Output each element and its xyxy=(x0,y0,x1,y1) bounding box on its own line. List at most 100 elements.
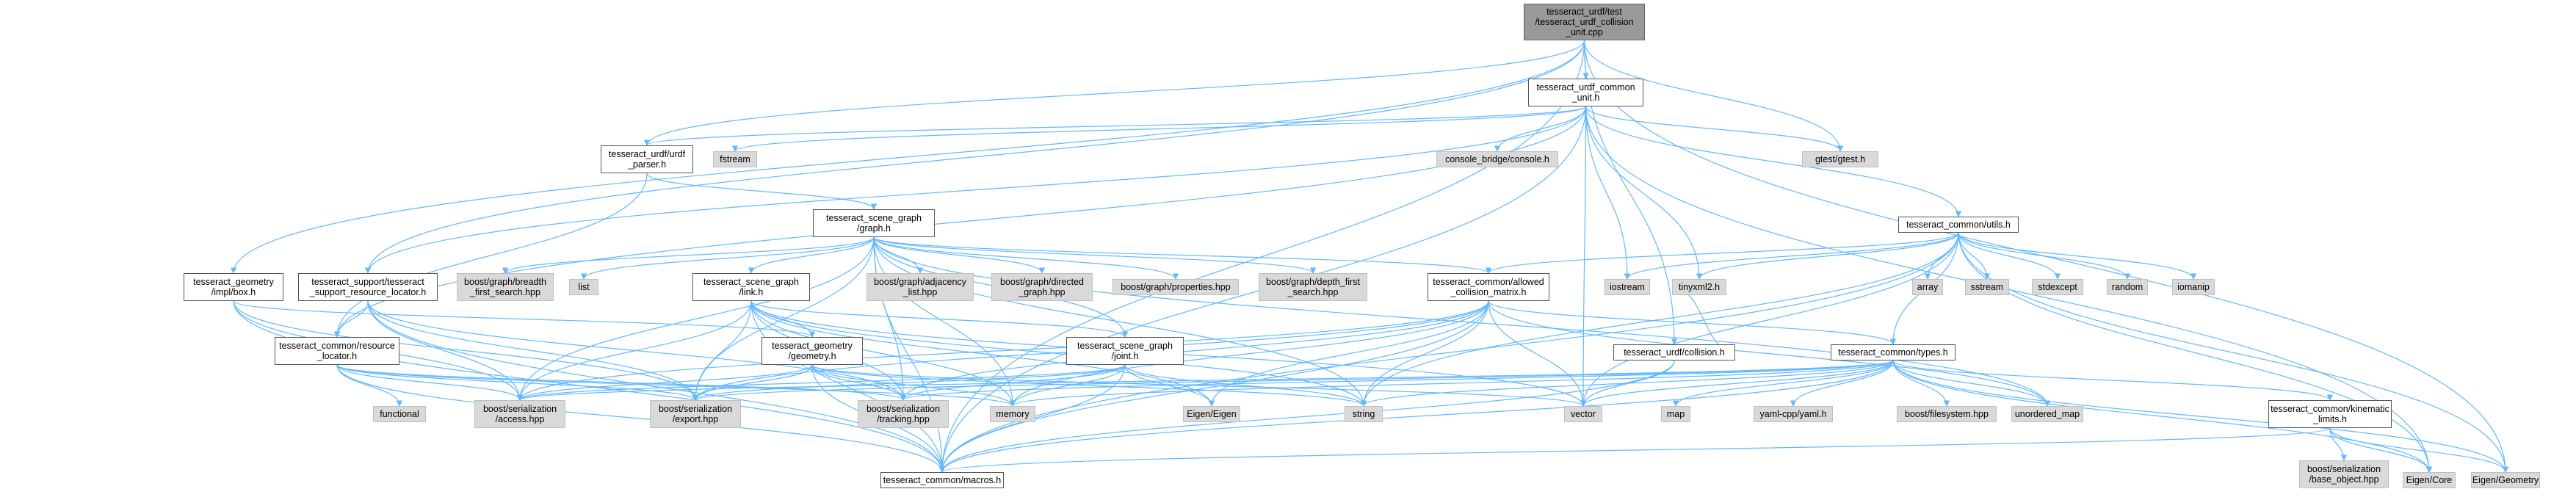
node-random: random xyxy=(2107,279,2148,295)
edge-common_unit-to-vector xyxy=(1580,106,1587,407)
node-map: map xyxy=(1661,406,1690,422)
edge-types-to-eigen_geometry xyxy=(1892,360,2509,473)
node-string: string xyxy=(1345,406,1383,422)
edge-utils-to-sstream xyxy=(1958,232,1991,280)
edge-scene_graph-to-bfs xyxy=(502,236,875,274)
node-tesseract-geometry-geometry-h[interactable]: tesseract_geometry /geometry.h xyxy=(761,337,863,365)
node-boost-graph-properties: boost/graph/properties.hpp xyxy=(1112,279,1239,295)
edge-types-to-string xyxy=(1360,360,1894,407)
edge-support_locator-to-access xyxy=(367,300,524,401)
node-tesseract-urdf-urdf-parser-h[interactable]: tesseract_urdf/urdf _parser.h xyxy=(601,145,693,173)
edge-common_unit-to-resource_locator xyxy=(333,106,1587,338)
node-tesseract-scene-graph-joint-h[interactable]: tesseract_scene_graph /joint.h xyxy=(1066,337,1184,365)
edge-utils-to-macros xyxy=(938,232,1959,473)
edge-utils-to-eigen_geometry xyxy=(1958,232,2509,473)
edge-utils-to-iomanip xyxy=(1958,232,2197,280)
node-boost-filesystem: boost/filesystem.hpp xyxy=(1897,406,1997,422)
edge-scene_graph-to-string xyxy=(873,236,1367,407)
node-unordered-map: unordered_map xyxy=(2011,406,2083,422)
edge-types-to-access xyxy=(517,360,1894,401)
node-eigen-geometry: Eigen/Geometry xyxy=(2471,472,2540,488)
edge-allowed-to-memory xyxy=(1009,300,1489,407)
edge-scene_graph-to-dfs xyxy=(873,236,1317,274)
edge-geometry-to-access xyxy=(516,364,813,401)
edge-types-to-macros xyxy=(938,360,1894,473)
node-boost-graph-breadth-first-search: boost/graph/breadth _first_search.hpp xyxy=(457,273,554,301)
edge-joint-to-access xyxy=(517,364,1126,401)
node-yaml-cpp-yaml-h: yaml-cpp/yaml.h xyxy=(1754,406,1833,422)
edge-urdf_parser-to-scene_graph xyxy=(646,173,878,210)
node-tesseract-common-allowed-collision-matrix-h[interactable]: tesseract_common/allowed _collision_matr… xyxy=(1428,273,1549,301)
edge-root-to-urdf_parser xyxy=(643,40,1585,146)
edge-scene_graph-to-properties xyxy=(873,236,1179,280)
edge-resource_locator-to-export xyxy=(336,364,699,401)
edge-scene_graph-to-access xyxy=(516,236,875,401)
node-tesseract-common-utils-h[interactable]: tesseract_common/utils.h xyxy=(1898,217,2019,233)
edge-scene_graph-to-link xyxy=(748,236,875,274)
node-tesseract-common-kinematic-limits-h[interactable]: tesseract_common/kinematic _limits.h xyxy=(2268,400,2392,428)
edge-kinematic-to-eigen_geometry xyxy=(2329,427,2509,473)
edge-scene_graph-to-directed xyxy=(873,236,1046,274)
edge-common_unit-to-urdf_parser xyxy=(644,106,1587,146)
node-tesseract-scene-graph-link-h[interactable]: tesseract_scene_graph /link.h xyxy=(692,273,810,301)
node-tinyxml2-h: tinyxml2.h xyxy=(1672,279,1726,295)
edge-joint-to-tracking xyxy=(900,364,1126,401)
node-tesseract-urdf-collision-h[interactable]: tesseract_urdf/collision.h xyxy=(1613,344,1735,360)
edge-utils-to-iostream xyxy=(1624,232,1959,280)
edge-geometry-to-vector xyxy=(811,364,1586,407)
edge-root-to-support_locator xyxy=(364,40,1585,274)
edge-link-to-export xyxy=(692,300,752,401)
edge-geometry-to-tracking xyxy=(811,364,907,401)
node-iomanip: iomanip xyxy=(2172,279,2215,295)
edge-types-to-filesystem xyxy=(1892,360,1950,407)
node-tesseract-geometry-impl-box-h[interactable]: tesseract_geometry /impl/box.h xyxy=(184,273,283,301)
edge-types-to-unordered_map xyxy=(1892,360,2051,407)
edge-support_locator-to-macros xyxy=(367,300,946,473)
edge-link-to-memory xyxy=(750,300,1016,407)
edge-joint-to-string xyxy=(1124,364,1367,407)
edge-utils-to-tinyxml xyxy=(1696,232,1959,280)
node-boost-graph-directed-graph: boost/graph/directed _graph.hpp xyxy=(991,273,1093,301)
edge-geometry-to-string xyxy=(811,364,1367,407)
edge-utils-to-stdexcept xyxy=(1958,232,2061,280)
edge-urdf_collision-to-tinyxml xyxy=(1671,283,1736,353)
edge-scene_graph-to-unordered_map xyxy=(873,236,2051,407)
edge-allowed-to-eigen xyxy=(1208,300,1489,407)
edge-types-to-eigen_core xyxy=(1892,360,2433,473)
edge-common_unit-to-console_bridge xyxy=(1494,106,1587,152)
edge-common_unit-to-support_locator xyxy=(364,106,1587,274)
edge-types-to-memory xyxy=(1010,360,1894,407)
edge-link-to-joint xyxy=(750,300,1129,338)
edge-root-to-macros xyxy=(938,40,1585,473)
edge-resource_locator-to-memory xyxy=(336,364,1016,407)
edge-common_unit-to-utils xyxy=(1585,106,1962,217)
node-boost-serialization-tracking: boost/serialization /tracking.hpp xyxy=(858,400,949,428)
edge-scene_graph-to-list xyxy=(580,236,875,280)
node-tesseract-common-resource-locator-h[interactable]: tesseract_common/resource _locator.h xyxy=(275,337,399,365)
node-tesseract-common-macros-h[interactable]: tesseract_common/macros.h xyxy=(880,472,1004,488)
node-list: list xyxy=(569,279,598,295)
edge-geometry_box-to-export xyxy=(233,300,699,401)
edge-support_locator-to-resource_locator xyxy=(333,300,369,338)
edge-common_unit-to-gtest xyxy=(1585,106,1844,152)
edge-joint-to-export xyxy=(692,364,1126,401)
node-functional: functional xyxy=(373,406,426,422)
edge-link-to-macros xyxy=(750,300,946,473)
node-tesseract-support-resource-locator-h[interactable]: tesseract_support/tesseract _support_res… xyxy=(298,273,438,301)
node-boost-graph-depth-first-search: boost/graph/depth_first _search.hpp xyxy=(1259,273,1367,301)
node-console-bridge-console-h: console_bridge/console.h xyxy=(1436,151,1558,167)
node-eigen-core: Eigen/Core xyxy=(2403,472,2456,488)
node-tesseract-scene-graph-graph-h[interactable]: tesseract_scene_graph /graph.h xyxy=(813,209,935,237)
edge-resource_locator-to-tracking xyxy=(336,364,906,401)
edge-types-to-vector xyxy=(1580,360,1894,407)
node-tesseract-common-types-h[interactable]: tesseract_common/types.h xyxy=(1831,344,1955,360)
edge-types-to-tracking xyxy=(900,360,1894,401)
node-tesseract-urdf-common-unit-h[interactable]: tesseract_urdf_common _unit.h xyxy=(1528,79,1643,106)
node-array: array xyxy=(1912,279,1943,295)
edge-types-to-map xyxy=(1672,360,1894,407)
node-tesseract-urdf-collision-unit-cpp[interactable]: tesseract_urdf/test /tesseract_urdf_coll… xyxy=(1524,4,1645,40)
edge-geometry-to-export xyxy=(692,364,813,401)
edge-root-to-geometry_box xyxy=(230,40,1585,274)
